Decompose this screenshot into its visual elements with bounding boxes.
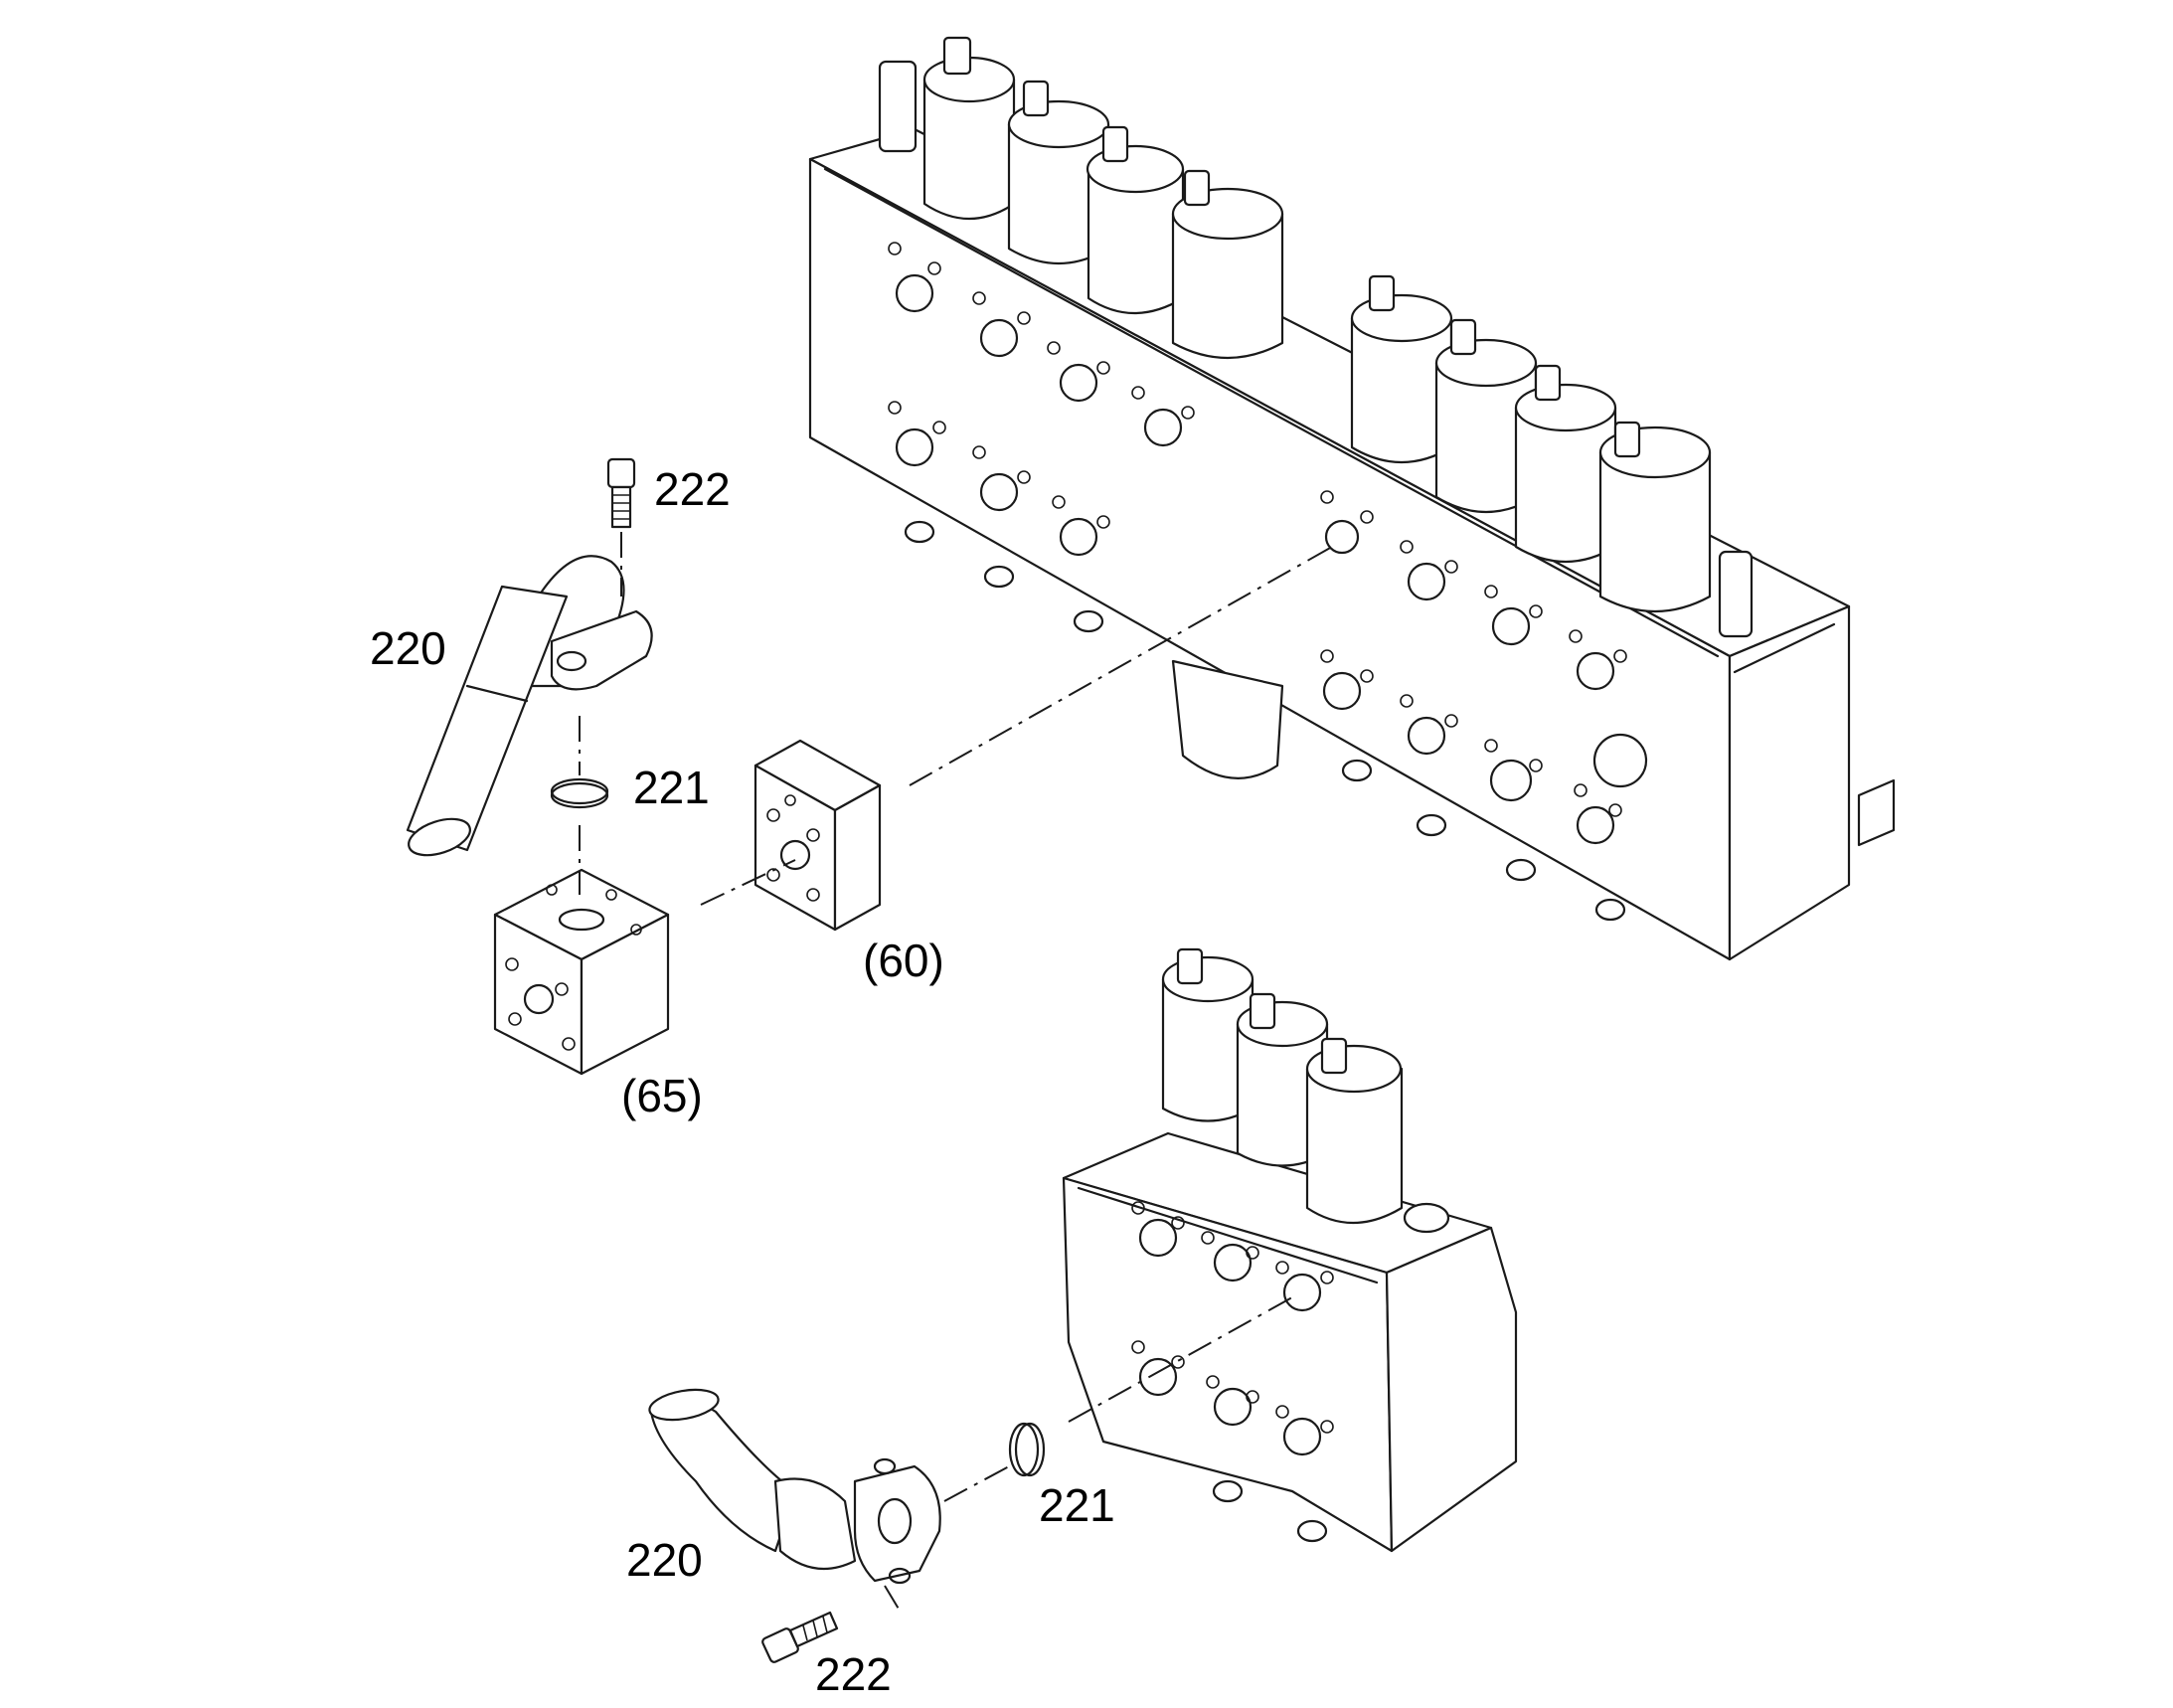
oring-221-top bbox=[550, 777, 609, 809]
bolt-222-bottom bbox=[761, 1611, 839, 1663]
label-pipe-220-top: 220 bbox=[370, 622, 446, 674]
pipe-220-top bbox=[406, 555, 653, 857]
label-pipe-220-bottom: 220 bbox=[626, 1534, 703, 1586]
oring-221-bottom bbox=[1008, 1422, 1046, 1477]
secondary-valve-block bbox=[1062, 947, 1518, 1553]
label-block-60: (60) bbox=[863, 935, 944, 986]
block-60 bbox=[753, 739, 882, 932]
bolt-222-top bbox=[606, 457, 636, 529]
assembly-center-lines bbox=[579, 532, 1333, 1612]
label-bolt-222-bottom: 222 bbox=[815, 1648, 892, 1700]
label-block-65: (65) bbox=[621, 1070, 703, 1121]
label-bolt-222-top: 222 bbox=[654, 463, 731, 515]
block-65 bbox=[493, 868, 670, 1076]
main-valve-block bbox=[808, 36, 1896, 961]
main-block-cartridges bbox=[878, 36, 1754, 638]
pipe-220-bottom bbox=[648, 1388, 941, 1585]
label-oring-221-bottom: 221 bbox=[1039, 1479, 1115, 1531]
label-oring-221-top: 221 bbox=[633, 762, 710, 813]
main-block-ports bbox=[888, 242, 1648, 845]
